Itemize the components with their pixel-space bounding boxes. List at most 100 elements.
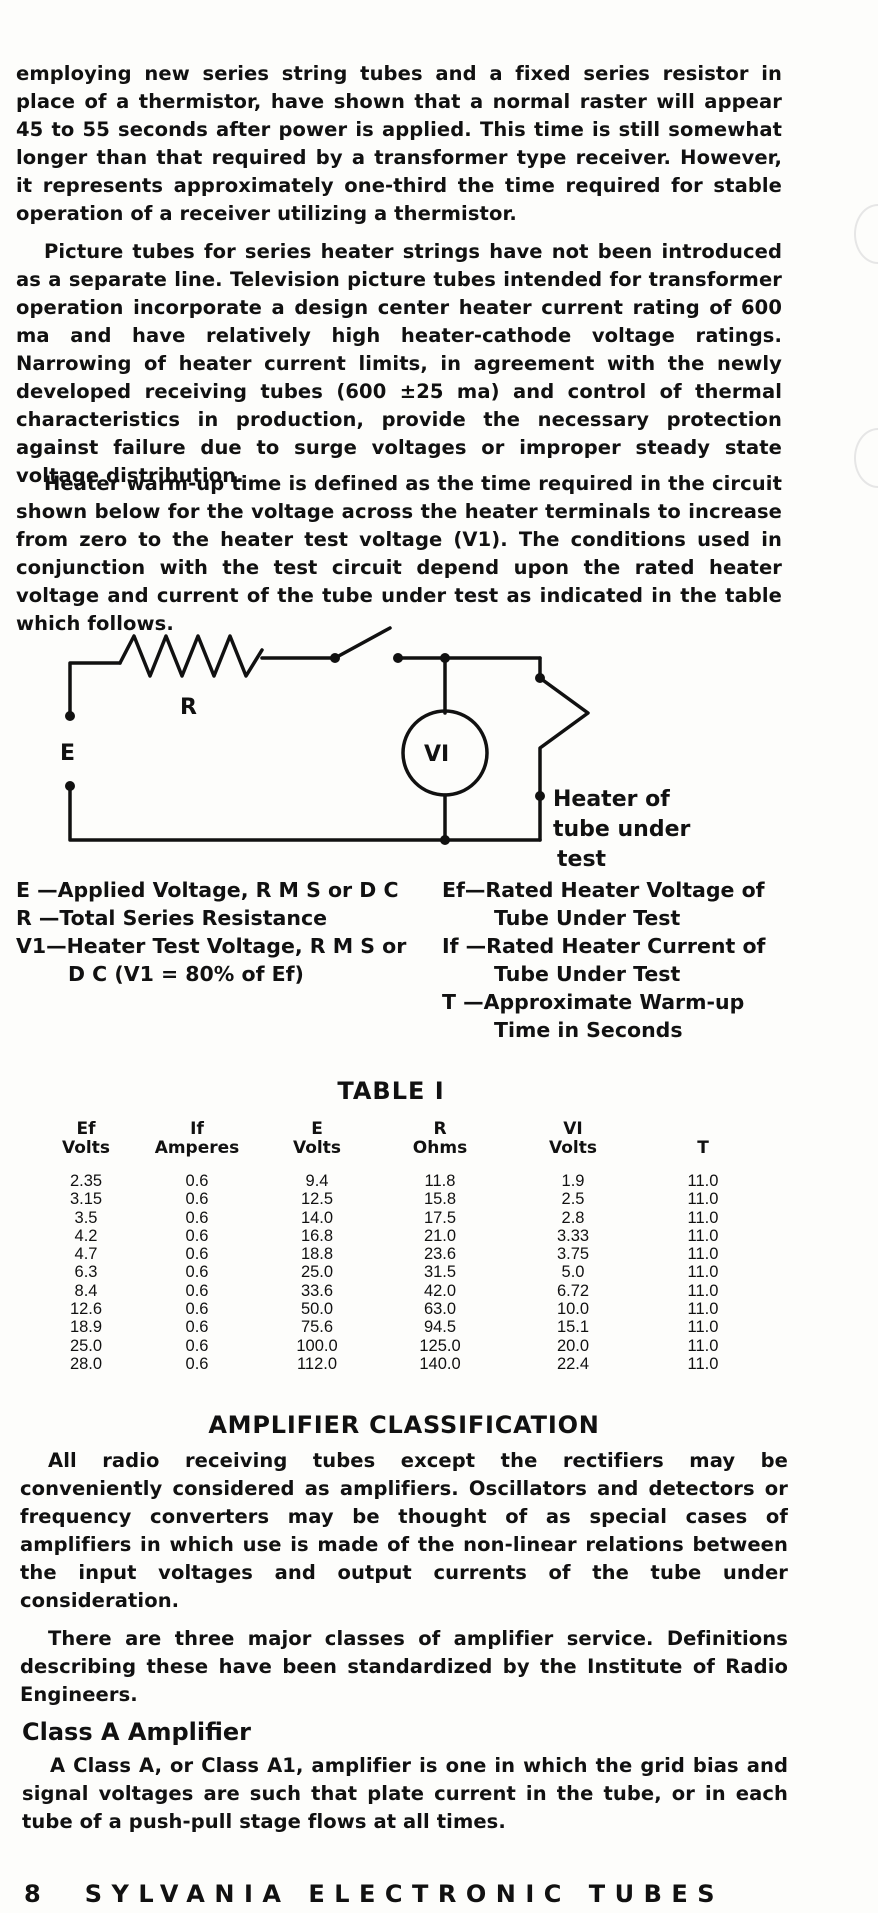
switch-symbol [333,626,392,660]
legend-item: E —Applied Voltage, R M S or D C [16,878,399,902]
legend-item: T —Approximate Warm-up [442,990,745,1014]
heater-label: tube under [553,817,691,842]
table-cell: 3.5 [74,1208,98,1227]
table-cell: 22.4 [556,1354,590,1373]
table-cell: 11.8 [424,1172,456,1190]
body-paragraph: There are three major classes of amplifi… [20,1627,788,1706]
table-cell: 17.5 [423,1208,457,1227]
table-cell: 28.0 [69,1354,103,1373]
body-paragraph: Heater warm-up time is defined as the ti… [16,472,782,635]
table-cell: 5.0 [561,1263,585,1282]
table-cell: 11.0 [687,1336,719,1355]
table-cell: 11.0 [687,1281,719,1300]
column-header: T [697,1138,709,1158]
table-cell: 11.0 [687,1300,719,1319]
table-cell: 0.6 [185,1354,209,1373]
table-cell: 0.6 [185,1226,209,1245]
table-cell: 11.0 [687,1208,719,1227]
page-footer: 8 SYLVANIA ELECTRONIC TUBES [24,1880,724,1908]
table-cell: 11.0 [687,1318,719,1337]
table-cell: 15.8 [423,1190,457,1209]
punch-hole-mark [854,428,878,488]
table-cell: 14.0 [300,1208,334,1227]
table-cell: 140.0 [419,1354,461,1373]
table-cell: 25.0 [300,1263,334,1282]
resistor-symbol [118,634,264,678]
table-cell: 12.5 [300,1190,334,1209]
circuit-wire [68,784,542,842]
table-cell: 42.0 [423,1281,457,1300]
legend-item: V1—Heater Test Voltage, R M S or [16,934,407,958]
table-cell: 9.4 [305,1172,329,1190]
table-cell: 11.0 [687,1245,719,1264]
table-cell: 2.8 [561,1208,585,1227]
test-circuit-diagram: R E VI Heater of tube under test [60,626,691,868]
table-cell: 15.1 [556,1318,590,1337]
legend-item: Tube Under Test [494,906,681,930]
body-paragraph: Picture tubes for series heater strings … [16,240,782,487]
table-cell: 112.0 [296,1354,338,1373]
table-cell: 11.0 [687,1354,719,1373]
heater-element-symbol [538,656,590,842]
table-cell: 125.0 [419,1336,461,1355]
legend-item: Time in Seconds [494,1018,683,1042]
table-cell: 50.0 [300,1300,334,1319]
terminal-dot [535,673,545,683]
publication-name: SYLVANIA ELECTRONIC TUBES [84,1880,725,1908]
table-cell: 18.8 [300,1245,334,1264]
body-paragraph: All radio receiving tubes except the rec… [20,1449,788,1612]
body-paragraph: employing new series string tubes and a … [16,62,782,225]
terminal-dot [65,781,75,791]
table-cell: 0.6 [185,1336,209,1355]
symbol-legend-right: Ef—Rated Heater Voltage of Tube Under Te… [442,876,765,1044]
junction-dot [440,653,450,663]
table-cell: 3.15 [69,1190,103,1209]
table-cell: 6.72 [556,1281,590,1300]
table-cell: 6.3 [74,1263,98,1282]
table-cell: 11.0 [687,1190,719,1209]
table-cell: 23.6 [423,1245,457,1264]
section-heading: AMPLIFIER CLASSIFICATION [208,1411,600,1439]
page-number: 8 [24,1880,41,1908]
symbol-legend-left: E —Applied Voltage, R M S or D C R —Tota… [16,876,406,988]
table-cell: 33.6 [300,1281,334,1300]
table-cell: 4.2 [74,1226,98,1245]
legend-item: Tube Under Test [494,962,681,986]
table-cell: 0.6 [185,1245,209,1264]
table-cell: 3.33 [556,1226,590,1245]
subsection-heading: Class A Amplifier [22,1718,252,1746]
terminal-dot [535,791,545,801]
table-cell: 0.6 [185,1281,209,1300]
heater-label: Heater of [553,787,670,812]
table-cell: 94.5 [423,1318,457,1337]
legend-item: Ef—Rated Heater Voltage of [442,878,765,902]
circuit-wire [68,661,122,718]
table-cell: 0.6 [185,1172,209,1190]
terminal-dot [330,653,340,663]
table-cell: 21.0 [423,1226,457,1245]
table-cell: 0.6 [185,1190,209,1209]
table-cell: 11.0 [687,1263,719,1282]
table-cell: 0.6 [185,1208,209,1227]
table-row: 3.5 0.6 14.0 17.5 2.8 11.0 [40,1209,768,1227]
terminal-dot [65,711,75,721]
legend-item: R —Total Series Resistance [16,906,328,930]
resistor-label: R [180,695,197,720]
table-row: 28.0 0.6 112.0 140.0 22.4 11.0 [40,1355,768,1373]
table-cell: 4.7 [74,1245,98,1264]
table-cell: 0.6 [185,1300,209,1319]
table-cell: 10.0 [556,1300,590,1319]
heater-label: test [557,847,607,868]
